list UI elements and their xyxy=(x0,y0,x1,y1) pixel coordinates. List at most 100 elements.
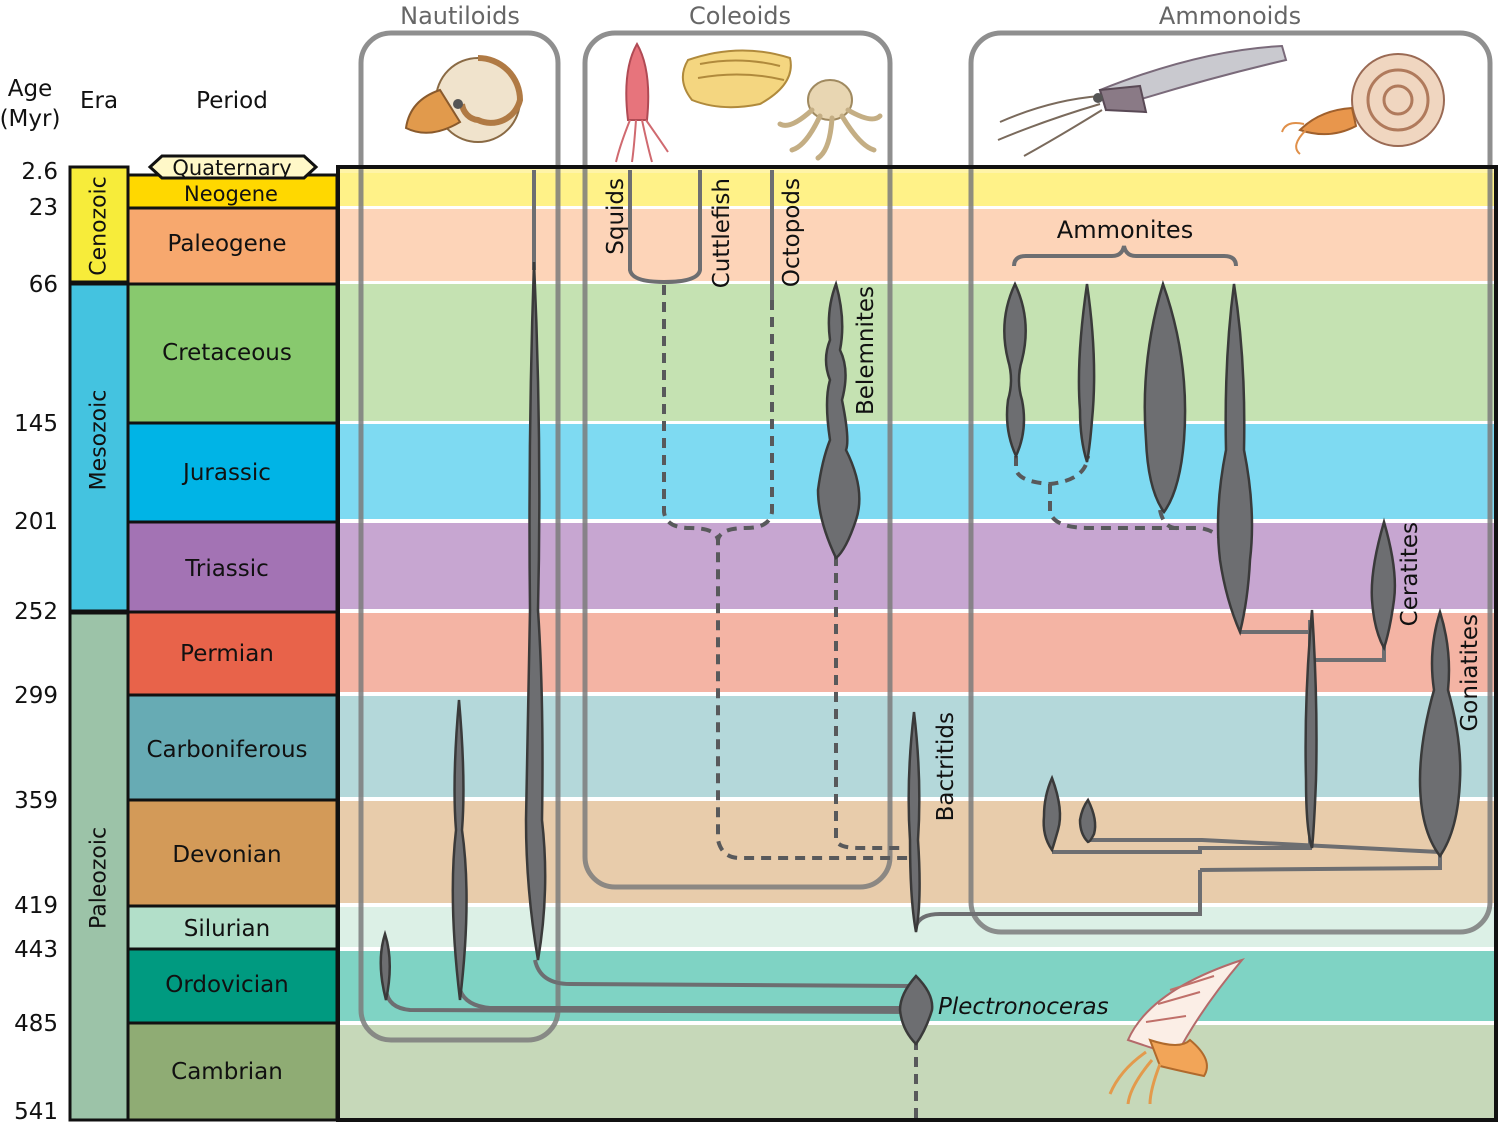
period-box-quaternary xyxy=(147,154,319,180)
age-label: 252 xyxy=(14,599,58,625)
period-box-cretaceous xyxy=(126,282,339,425)
period-label: Permian xyxy=(180,641,274,667)
band-neogene xyxy=(338,173,1496,206)
period-label: Triassic xyxy=(184,556,269,582)
clade-label-cuttlefish: Cuttlefish xyxy=(709,178,735,288)
octopus-illustration xyxy=(777,79,883,161)
age-label: 541 xyxy=(14,1099,58,1125)
spindle-ammonite-2 xyxy=(1077,283,1096,463)
spindle-ceratites xyxy=(1370,517,1397,652)
era-column: Cenozoic Mesozoic Paleozoic xyxy=(68,165,130,1122)
band-cretaceous xyxy=(338,284,1496,421)
period-box-carboniferous xyxy=(126,693,339,802)
age-label: 66 xyxy=(29,272,58,298)
band-quaternary xyxy=(338,167,1496,173)
plectronoceras-illustration xyxy=(1108,957,1246,1105)
cuttlefish-illustration xyxy=(681,49,792,109)
period-label: Paleogene xyxy=(167,231,286,257)
period-header: Period xyxy=(196,88,268,114)
clade-label-bactritids: Bactritids xyxy=(933,712,959,821)
group-label-nautiloids: Nautiloids xyxy=(400,2,520,30)
age-label: 359 xyxy=(14,788,58,814)
period-box-triassic xyxy=(126,520,339,614)
spindle-belemnites xyxy=(816,280,861,560)
spindle-devonian-2 xyxy=(1078,797,1097,844)
spindle-plectronoceras xyxy=(898,974,934,1046)
period-label: Cretaceous xyxy=(162,340,292,366)
spindle-goniatites xyxy=(1418,607,1462,859)
period-label: Jurassic xyxy=(181,460,271,486)
period-label: Carboniferous xyxy=(146,737,307,763)
spindle-devonian-1 xyxy=(1042,774,1062,853)
band-jurassic xyxy=(338,424,1496,519)
period-box-devonian xyxy=(126,798,339,908)
ammonites-bracket xyxy=(1012,245,1238,267)
age-labels: 2.6 23 66 145 201 252 299 359 419 443 48… xyxy=(14,159,58,1125)
group-label-ammonoids: Ammonoids xyxy=(1159,2,1301,30)
spindle-ammonite-3 xyxy=(1143,279,1187,515)
era-mesozoic xyxy=(68,282,130,613)
period-label: Neogene xyxy=(184,182,278,206)
group-box-coleoids xyxy=(582,30,893,890)
period-label: Devonian xyxy=(172,842,281,868)
age-label: 485 xyxy=(14,1011,58,1037)
nautilus-illustration xyxy=(404,55,524,143)
era-cenozoic xyxy=(68,165,130,284)
dashed-connectors xyxy=(662,285,1224,1120)
era-label-cenozoic: Cenozoic xyxy=(87,176,112,276)
age-label: 23 xyxy=(29,195,58,221)
spindle-ammonite-1 xyxy=(1003,281,1027,459)
age-header-line1: Age xyxy=(8,76,52,102)
age-label: 299 xyxy=(14,683,58,709)
spindle-ammonite-4 xyxy=(1216,283,1254,636)
spindle-nautiloid-3 xyxy=(379,929,392,1001)
clade-label-goniatites: Goniatites xyxy=(1457,614,1483,732)
clade-labels: Squids Cuttlefish Octopods Belemnites Am… xyxy=(603,178,1483,1020)
orthocone-ammonoid-illustration xyxy=(997,44,1288,157)
lineages xyxy=(379,170,1462,1120)
period-box-silurian xyxy=(126,904,339,951)
spindle-nautilus-main xyxy=(524,261,547,961)
clade-label-squids: Squids xyxy=(603,178,629,255)
group-box-nautiloids xyxy=(358,30,561,1043)
squid-illustration xyxy=(615,41,669,163)
period-box-cambrian xyxy=(126,1021,339,1122)
period-label: Silurian xyxy=(184,916,270,942)
period-labels: Quaternary Neogene Paleogene Cretaceous … xyxy=(146,156,307,1085)
spindle-nautiloid-2 xyxy=(451,699,468,1001)
group-label-coleoids: Coleoids xyxy=(689,2,791,30)
band-permian xyxy=(338,613,1496,692)
clade-label-ceratites: Ceratites xyxy=(1397,522,1423,626)
period-box-paleogene xyxy=(126,206,339,286)
group-boxes xyxy=(358,30,1493,1043)
age-label: 443 xyxy=(14,937,58,963)
chart-frame xyxy=(336,165,1498,1122)
clade-label-octopods: Octopods xyxy=(779,178,805,287)
age-header-line2: (Myr) xyxy=(0,106,60,132)
group-box-ammonoids xyxy=(968,30,1493,935)
era-header: Era xyxy=(80,88,118,114)
spindles xyxy=(379,261,1462,1046)
period-label: Ordovician xyxy=(165,972,289,998)
period-label: Cambrian xyxy=(171,1059,283,1085)
band-triassic xyxy=(338,523,1496,609)
ammonite-illustration xyxy=(1281,53,1445,155)
age-label: 145 xyxy=(14,411,58,437)
period-label: Quaternary xyxy=(172,156,291,180)
band-paleogene xyxy=(338,209,1496,281)
era-paleozoic xyxy=(68,611,130,1122)
period-box-jurassic xyxy=(126,421,339,524)
period-box-permian xyxy=(126,610,339,697)
age-label: 2.6 xyxy=(21,159,58,185)
era-label-paleozoic: Paleozoic xyxy=(87,827,112,929)
age-label: 201 xyxy=(14,509,58,535)
period-column xyxy=(126,173,339,1122)
clade-label-plectronoceras: Plectronoceras xyxy=(938,994,1109,1020)
clade-label-ammonites: Ammonites xyxy=(1057,216,1193,244)
spindle-ammonoid-stem xyxy=(1304,609,1318,849)
spindle-bactritids xyxy=(907,711,921,933)
era-label-mesozoic: Mesozoic xyxy=(87,390,112,491)
age-label: 419 xyxy=(14,893,58,919)
